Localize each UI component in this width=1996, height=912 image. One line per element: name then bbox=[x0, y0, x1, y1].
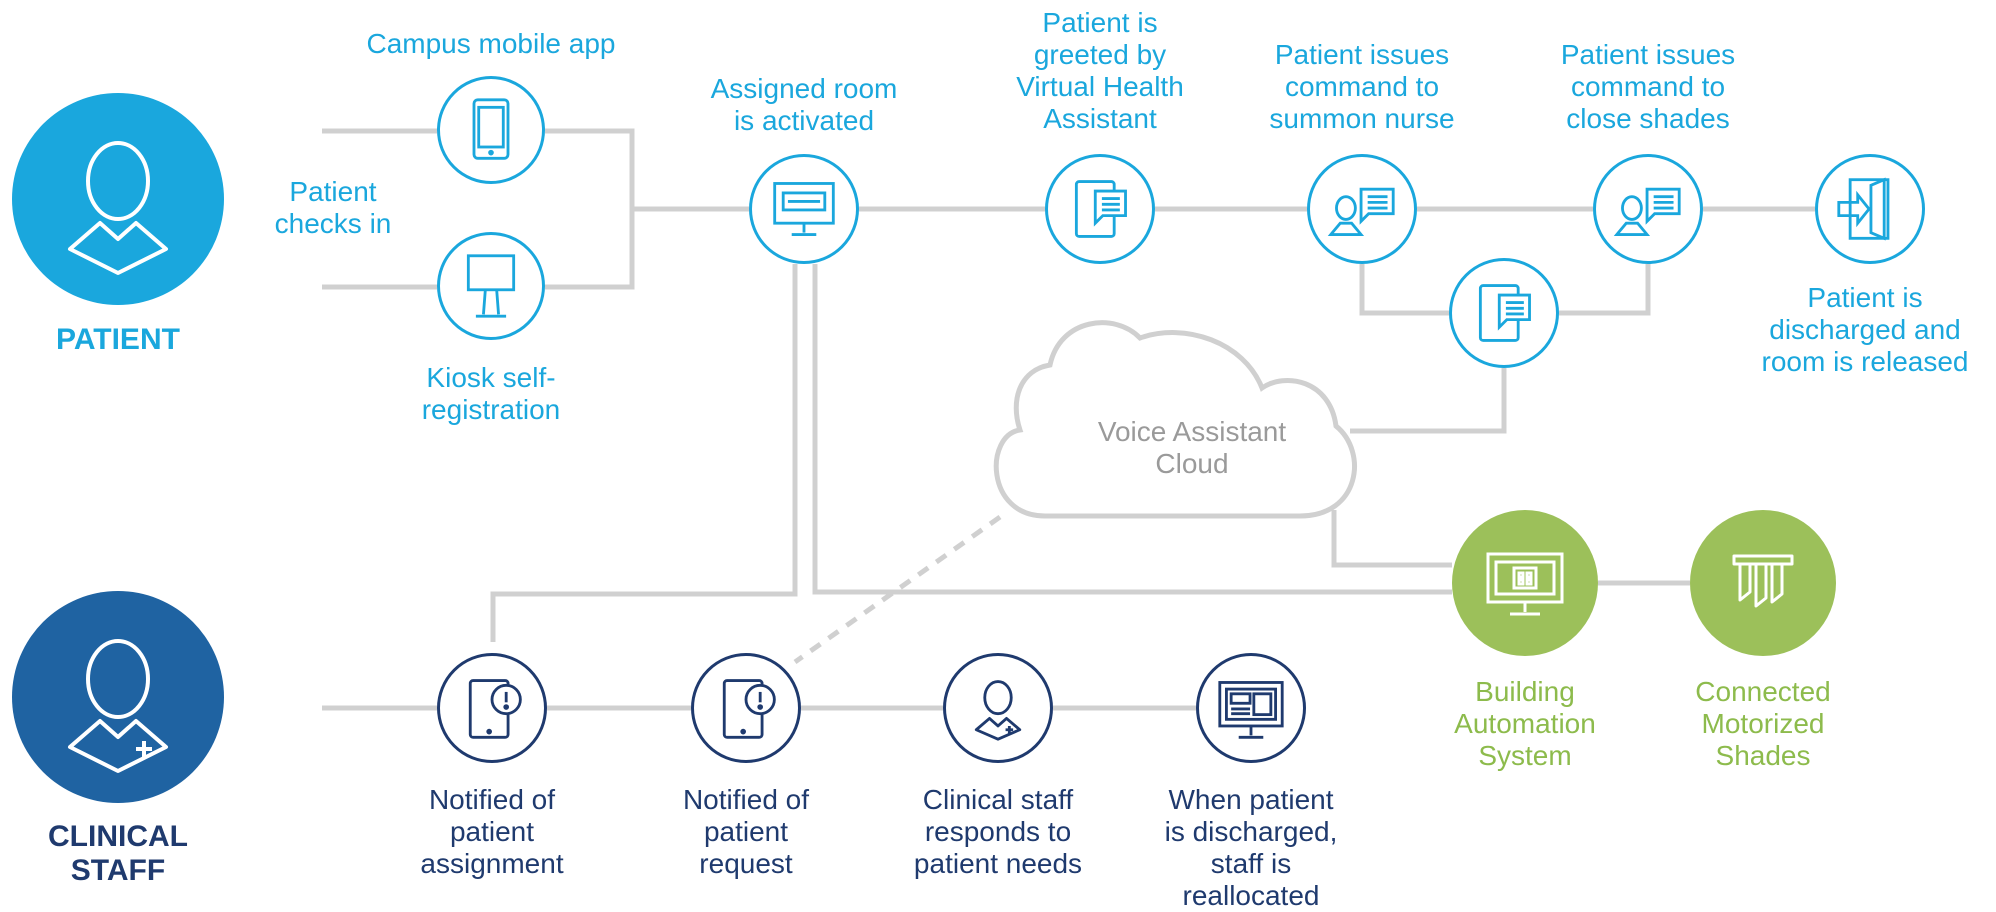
campus-mobile-app-node bbox=[437, 76, 545, 184]
campus-app-label: Campus mobile app bbox=[366, 28, 616, 59]
staff-responds-label: Clinical staff responds to patient needs bbox=[913, 784, 1083, 879]
notified-request-label: Notified of patient request bbox=[682, 784, 810, 879]
dashboard-monitor-icon bbox=[1218, 681, 1284, 739]
nurse-icon bbox=[974, 680, 1022, 741]
summon-nurse-label: Patient issues command to summon nurse bbox=[1269, 39, 1455, 134]
shades-icon bbox=[1732, 554, 1794, 608]
motorized-shades-node bbox=[1690, 510, 1836, 656]
patient-avatar-icon bbox=[12, 93, 224, 305]
monitor-icon bbox=[773, 182, 835, 236]
close-shades-label: Patient issues command to close shades bbox=[1560, 39, 1736, 134]
motorized-shades-label: Connected Motorized Shades bbox=[1695, 676, 1831, 771]
person-chat-icon bbox=[1327, 187, 1395, 236]
tablet-chat-icon bbox=[1478, 284, 1531, 342]
staff-responds-node bbox=[943, 653, 1053, 763]
mobile-phone-icon bbox=[472, 98, 510, 160]
person-chat-icon bbox=[1613, 187, 1681, 236]
kiosk-label: Kiosk self- registration bbox=[421, 362, 561, 425]
kiosk-icon bbox=[466, 254, 516, 318]
staff-reallocated-label: When patient is discharged, staff is rea… bbox=[1164, 784, 1338, 911]
virtual-health-assistant-node bbox=[1045, 154, 1155, 264]
tablet-alert-icon bbox=[468, 679, 522, 739]
notified-assignment-node bbox=[437, 653, 547, 763]
building-automation-label: Building Automation System bbox=[1454, 676, 1596, 771]
assistant-response-node bbox=[1449, 258, 1559, 368]
assigned-room-node bbox=[749, 154, 859, 264]
notified-assignment-label: Notified of patient assignment bbox=[420, 784, 564, 879]
voice-assistant-cloud-label: Voice Assistant Cloud bbox=[1097, 416, 1287, 479]
clinical-staff-avatar-icon bbox=[12, 591, 224, 803]
summon-nurse-node bbox=[1307, 154, 1417, 264]
room-activated-label: Assigned room is activated bbox=[710, 73, 898, 136]
kiosk-node bbox=[437, 232, 545, 340]
voice-assistant-cloud-shape bbox=[993, 320, 1357, 519]
building-automation-icon bbox=[1486, 552, 1564, 616]
patient-role-label: PATIENT bbox=[56, 323, 180, 356]
close-shades-node bbox=[1593, 154, 1703, 264]
discharge-node bbox=[1815, 154, 1925, 264]
notified-request-node bbox=[691, 653, 801, 763]
clinical-staff-role-label: CLINICAL STAFF bbox=[48, 820, 188, 887]
greeted-label: Patient is greeted by Virtual Health Ass… bbox=[1016, 7, 1184, 134]
building-automation-node bbox=[1452, 510, 1598, 656]
staff-reallocated-node bbox=[1196, 653, 1306, 763]
tablet-alert-icon bbox=[722, 679, 776, 739]
exit-door-icon bbox=[1837, 177, 1890, 241]
discharged-label: Patient is discharged and room is releas… bbox=[1761, 282, 1969, 377]
patient-checks-in-label: Patient checks in bbox=[274, 176, 392, 239]
tablet-chat-icon bbox=[1074, 180, 1127, 238]
